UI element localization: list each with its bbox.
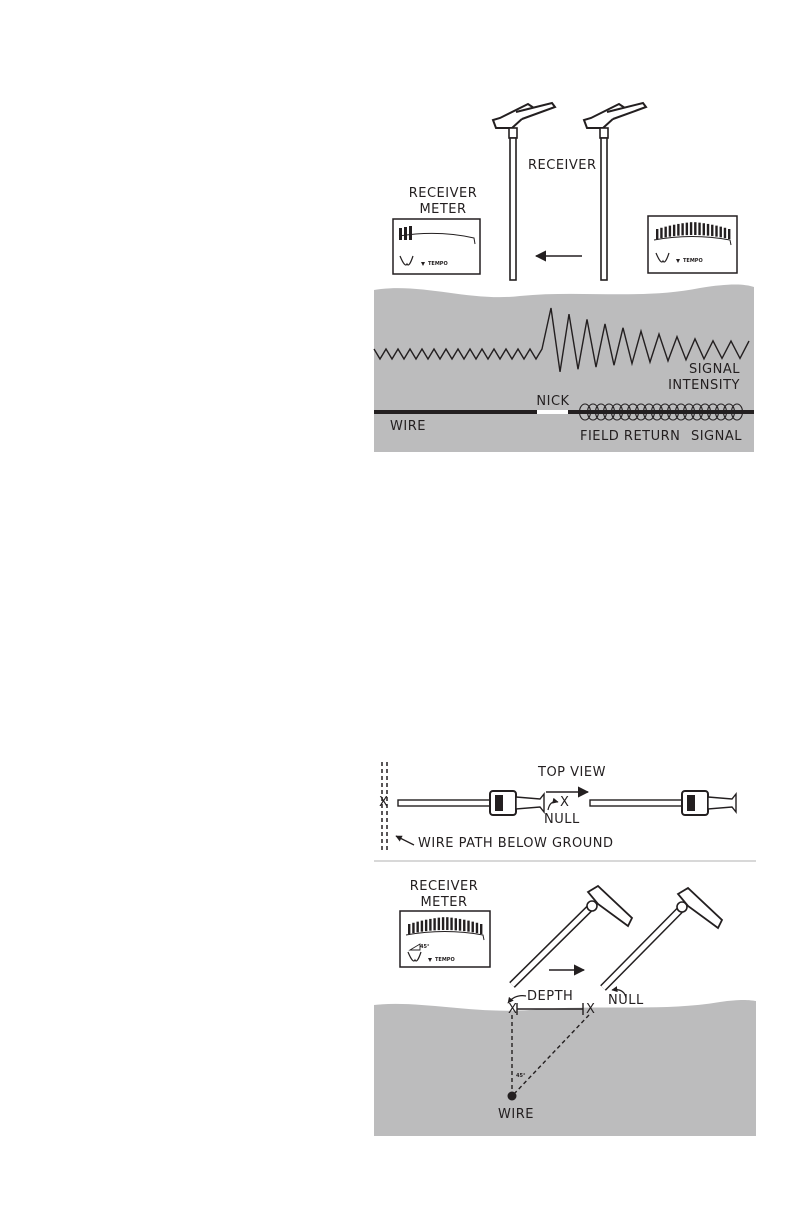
signal-intensity-line2: INTENSITY [668,378,740,393]
brand-text: TEMPO [435,957,455,963]
meter-bar [467,921,469,932]
nick-label: NICK [536,394,569,409]
receiver-left [493,103,555,280]
meter-bar [450,918,452,930]
null-label: NULL [544,812,580,827]
meter-bar [472,922,474,933]
meter-label-line2: METER [419,202,466,217]
receiver-angled-right [603,888,722,988]
meter-bar [694,222,696,235]
meter-bar [463,920,465,931]
ground-cross-section [374,1000,756,1136]
receiver-meter-low: TEMPO [393,219,480,274]
meter-bar [686,223,688,235]
meter-bar [446,917,448,930]
meter-bar [707,224,709,236]
meter-bar [673,225,675,236]
receiver-meter-depth: 45° TEMPO [400,911,490,967]
signal-label: SIGNAL [691,429,742,444]
meter-bar [442,917,444,930]
null-arrow [548,802,558,810]
wire-point [508,1092,517,1101]
meter-bar [429,919,431,931]
meter-bar [459,919,461,931]
receiver-right [584,103,646,280]
angle-label: 45° [516,1073,526,1079]
wire-label: WIRE [390,419,426,434]
receiver-label: RECEIVER [528,158,597,173]
wire-path-label: WIRE PATH BELOW GROUND [418,836,614,851]
receiver-top-right [590,791,736,815]
meter-bar [438,918,440,930]
null-x-mark: X [560,795,569,810]
brand-text: TEMPO [683,258,703,264]
meter-bar [455,918,457,930]
meter-bar [412,923,414,933]
diagram-nick-locating: RECEIVER RECEIVER METER TEMPO TEMPO SIGN… [374,103,754,452]
meter-bar [728,229,730,239]
meter-bar [724,228,726,238]
field-return-label: FIELD RETURN [580,429,680,444]
meter-label-line2: METER [420,895,467,910]
meter-bar [720,227,722,238]
meter-bar [664,227,666,238]
angle-badge: 45° [420,944,430,950]
x-mark-right: X [586,1002,595,1017]
meter-bar [656,229,658,239]
top-view-label: TOP VIEW [537,765,606,780]
x-mark: X [379,795,388,810]
brand-text: TEMPO [428,261,448,267]
meter-bar [669,226,671,237]
diagram-top-view: X TOP VIEW X NULL WIRE PATH BELOW GROUND [379,762,736,851]
meter-label-line1: RECEIVER [410,879,479,894]
wire-path-arrow [396,836,414,845]
meter-bar [698,223,700,235]
meter-bar [433,918,435,930]
diagram-depth-measurement: RECEIVER METER 45° TEMPO NULL [374,879,756,1136]
meter-bar [421,921,423,932]
meter-bar [476,923,478,933]
wire-label: WIRE [498,1107,534,1122]
meter-bar [715,226,717,237]
depth-label: DEPTH [527,989,573,1004]
meter-bar [416,922,418,933]
meter-bar [681,223,683,235]
receiver-top-left [398,791,544,815]
signal-intensity-line1: SIGNAL [689,362,740,377]
meter-bar [677,224,679,236]
meter-bar [703,223,705,235]
x-mark-left: X [508,1002,517,1017]
meter-label-line1: RECEIVER [409,186,478,201]
meter-bar [425,920,427,931]
meter-bar [690,222,692,235]
receiver-meter-high: TEMPO [648,216,737,273]
meter-bar [660,228,662,238]
meter-bar [408,924,410,934]
meter-bar [480,924,482,934]
null-label: NULL [608,993,644,1008]
meter-bar [711,225,713,236]
